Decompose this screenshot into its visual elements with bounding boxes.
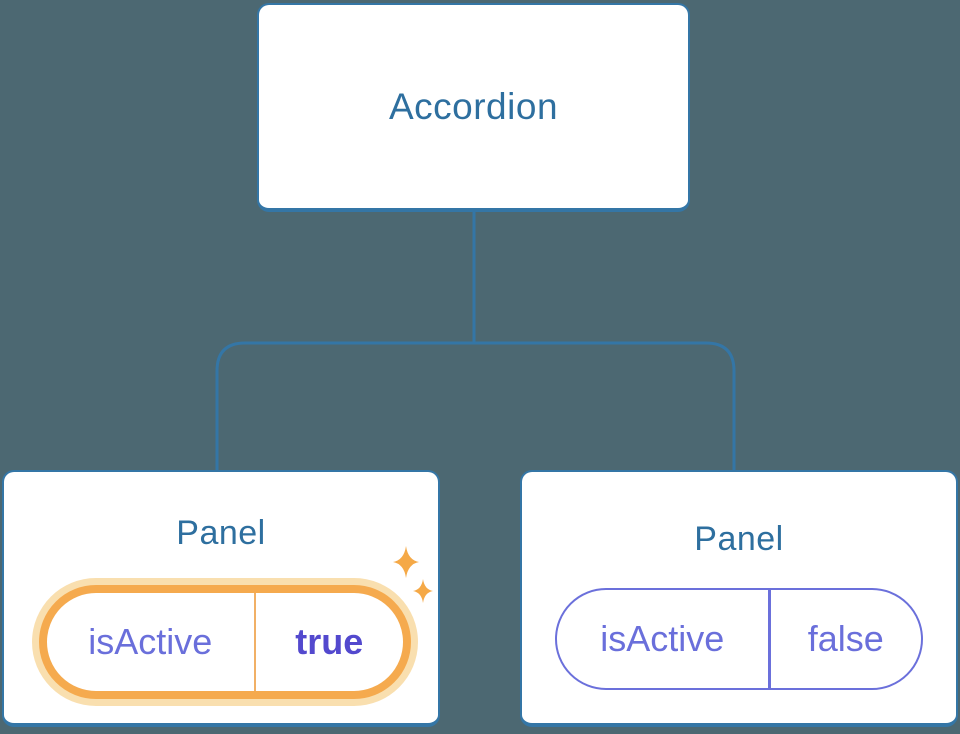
state-key-label: isActive bbox=[600, 618, 725, 659]
state-key-label: isActive bbox=[88, 621, 213, 662]
accordion-node-label: Accordion bbox=[388, 85, 559, 127]
panel-node-inactive: Panel isActive false bbox=[520, 470, 958, 727]
branch-bracket bbox=[215, 341, 736, 471]
state-value-label: false bbox=[807, 618, 884, 659]
panel-title: Panel bbox=[176, 514, 266, 552]
state-pill-inactive: isActive false bbox=[555, 588, 923, 690]
accordion-node: Accordion bbox=[257, 3, 690, 212]
state-pill-active: isActive true bbox=[39, 585, 411, 699]
state-value-label: true bbox=[295, 621, 364, 662]
panel-title: Panel bbox=[694, 520, 784, 558]
sparkle-icons bbox=[393, 546, 433, 603]
panel-node-active: Panel isActive true bbox=[2, 470, 440, 727]
pill-divider bbox=[253, 593, 256, 691]
sparkle-large-icon bbox=[393, 546, 419, 578]
pill-divider bbox=[767, 590, 771, 688]
sparkle-small-icon bbox=[413, 579, 433, 603]
